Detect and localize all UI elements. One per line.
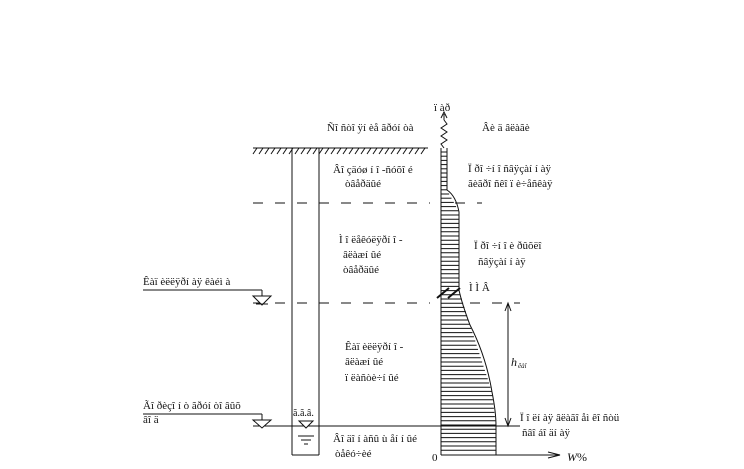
capillary-height-dimension [504,301,512,428]
moisture-profile [440,148,497,455]
label-top-arrow: ï àð [433,102,451,114]
label-moisture1-line1: Ï ðî ÷í î ñâÿçàí í àÿ [468,163,552,175]
label-surface-state: Ñî ñòî ÿí èå ãðóí òà [327,122,414,134]
hatch-stroke [354,147,360,155]
label-h-cap-subscript: êàï [518,362,528,370]
ground-surface [252,147,428,155]
mmv-marker [436,287,461,299]
hatch-stroke [306,147,312,155]
capillary-level-marker [251,295,273,306]
label-groundwater-line2: âî ä [143,414,159,426]
label-w-axis: W% [567,450,587,464]
label-zone4-line1: Âî äî í àñû ù åí í ûé [333,433,417,445]
hatch-stroke [258,147,264,155]
hatch-stroke [402,147,408,155]
hatch-stroke [378,147,384,155]
hatch-stroke [300,147,306,155]
vapor-arrow [440,110,448,149]
moisture-hatching [441,151,496,451]
hatch-stroke [270,147,276,155]
label-zone1-line2: òâåðäûé [345,178,381,190]
label-free-water-line1: Ï î ëí àÿ âëàãî åì êî ñòü [520,412,620,424]
hatch-stroke [252,147,258,155]
zone-boundaries [253,202,520,304]
label-moisture2-line1: Ï ðî ÷í î è ðûõëî [474,240,542,252]
label-zone4-line2: òåêó÷èé [335,448,372,460]
label-h-cap: h [511,355,517,369]
label-zone2-line3: òâåðäûé [343,264,379,276]
hatch-stroke [372,147,378,155]
moisture-curve [446,148,497,455]
hatch-stroke [366,147,372,155]
hatch-stroke [408,147,414,155]
label-capillary-level: Êàï èëëÿðí àÿ êàéì à [143,276,230,288]
hatch-stroke [264,147,270,155]
label-moisture2-line2: ñâÿçàí í àÿ [478,256,526,268]
ground-hatching [252,147,426,155]
groundwater-level-marker [251,419,273,429]
w-axis [441,451,561,459]
hatch-stroke [276,147,282,155]
label-zone3-line1: Êàï èëëÿðí î - [345,341,404,353]
hatch-stroke [390,147,396,155]
hatch-stroke [294,147,300,155]
label-ggv: ã.ã.â. [293,408,314,419]
hatch-stroke [336,147,342,155]
hatch-stroke [342,147,348,155]
hatch-stroke [330,147,336,155]
hatch-stroke [318,147,324,155]
label-zone1-line1: Âî çäóø í î -ñóõî é [333,164,413,176]
hatch-stroke [414,147,420,155]
hatch-stroke [348,147,354,155]
hatch-stroke [396,147,402,155]
well-water-marker [297,420,315,445]
label-groundwater-line1: Ãî ðèçî í ò ãðóí òî âûõ [143,400,241,412]
label-zone2-line1: Ì î ëåêóëÿðí î - [339,234,403,246]
borehole [291,148,320,456]
hatch-stroke [282,147,288,155]
capillary-level-line [143,289,263,296]
label-zone3-line2: âëàæí ûé [345,356,383,368]
label-free-water-line2: ñâî áî äí àÿ [522,427,570,439]
hatch-stroke [420,147,426,155]
hatch-stroke [312,147,318,155]
label-mmv: Ì Ì Â [469,282,490,294]
hatch-stroke [384,147,390,155]
label-zone2-line2: âëàæí ûé [343,249,381,261]
label-moisture1-line2: ãèãðî ñêî ï è÷åñêàÿ [468,178,553,190]
label-zone3-line3: ï ëàñòè÷í ûé [344,372,399,384]
hatch-stroke [324,147,330,155]
label-moisture-type: Âè ä âëàãè [482,122,530,134]
label-zero: 0 [432,452,438,464]
groundwater-level-line [143,413,520,427]
labels: ï àð Ñî ñòî ÿí èå ãðóí òà Âè ä âëàãè Âî … [143,102,620,464]
hatch-stroke [360,147,366,155]
